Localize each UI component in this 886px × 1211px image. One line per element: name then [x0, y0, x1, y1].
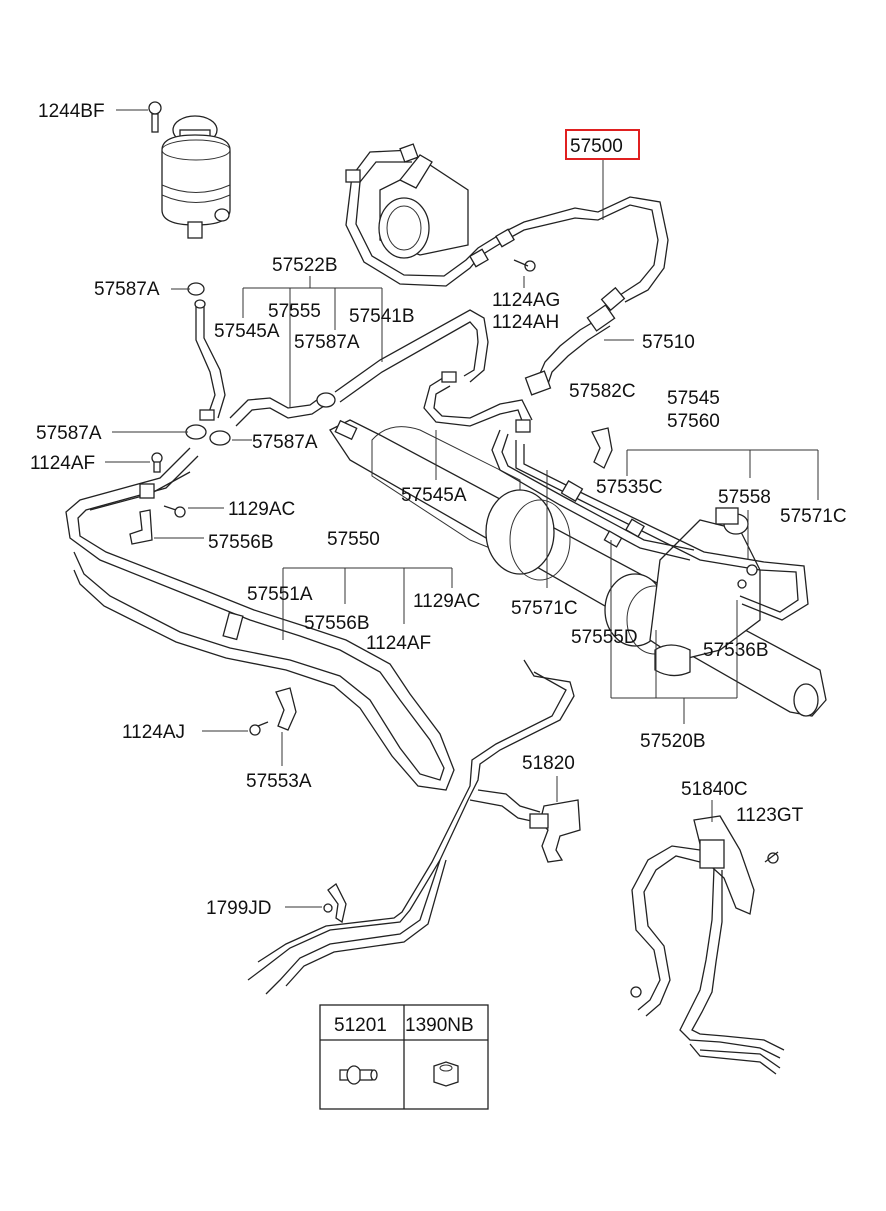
label-57555d[interactable]: 57555D [571, 627, 638, 648]
label-1123gt[interactable]: 1123GT [736, 805, 804, 826]
part-labels: 1244BF 57500 57522B 57587A 57555 57545A … [30, 101, 847, 919]
pressure-hose-57500 [345, 143, 669, 312]
brake-lines-51820 [247, 659, 581, 995]
legend-header-51201[interactable]: 51201 [334, 1015, 387, 1036]
label-57587a[interactable]: 57587A [294, 332, 360, 353]
label-1124ah[interactable]: 1124AH [492, 312, 559, 333]
label-57571c[interactable]: 57571C [511, 598, 578, 619]
label-51840c[interactable]: 51840C [681, 779, 748, 800]
clamp-icon [185, 282, 336, 446]
label-1124aj[interactable]: 1124AJ [122, 722, 185, 743]
label-1799jd[interactable]: 1799JD [206, 898, 272, 919]
clip-57553a [249, 687, 297, 736]
hose-57545a [423, 371, 533, 433]
grommet-icon [339, 1065, 378, 1085]
label-57520b[interactable]: 57520B [640, 731, 706, 752]
label-57541b[interactable]: 57541B [349, 306, 415, 327]
gear-pipes [491, 429, 809, 621]
label-57582c[interactable]: 57582C [569, 381, 636, 402]
label-57555[interactable]: 57555 [268, 301, 321, 322]
label-57571c[interactable]: 57571C [780, 506, 847, 527]
label-1129ac[interactable]: 1129AC [413, 591, 480, 612]
label-57545a[interactable]: 57545A [401, 485, 467, 506]
label-1129ac[interactable]: 1129AC [228, 499, 295, 520]
label-1124ag[interactable]: 1124AG [492, 290, 560, 311]
hose-57510 [524, 304, 616, 396]
label-57556b[interactable]: 57556B [208, 532, 274, 553]
label-57556b[interactable]: 57556B [304, 613, 370, 634]
label-57560[interactable]: 57560 [667, 411, 720, 432]
highlight-box [565, 129, 640, 160]
bolt-icon [513, 259, 536, 272]
label-1124af[interactable]: 1124AF [366, 633, 431, 654]
label-1124af[interactable]: 1124AF [30, 453, 95, 474]
label-57500[interactable]: 57500 [570, 136, 623, 157]
label-57553a[interactable]: 57553A [246, 771, 312, 792]
legend-header-1390nb[interactable]: 1390NB [405, 1015, 474, 1036]
label-57536b[interactable]: 57536B [703, 640, 769, 661]
label-57587a[interactable]: 57587A [36, 423, 102, 444]
label-57535c[interactable]: 57535C [596, 477, 663, 498]
power-steering-pump [378, 154, 469, 259]
bolt-icon [148, 101, 162, 133]
label-57558[interactable]: 57558 [718, 487, 771, 508]
cooler-line-57550 [65, 447, 455, 791]
label-1244bf[interactable]: 1244BF [38, 101, 105, 122]
vacuum-valve-51840c [630, 815, 785, 1075]
bracket-57556b [129, 452, 186, 545]
clip-1799jd [323, 883, 347, 924]
label-57550[interactable]: 57550 [327, 529, 380, 550]
return-hose-57522b [194, 299, 489, 427]
label-57522b[interactable]: 57522B [272, 255, 338, 276]
label-57587a[interactable]: 57587A [94, 279, 160, 300]
fastener-legend-table: 51201 1390NB [319, 1004, 489, 1110]
label-57510[interactable]: 57510 [642, 332, 695, 353]
reservoir-tank [161, 115, 231, 239]
leader-lines [105, 109, 819, 908]
nut-icon [433, 1061, 459, 1087]
label-57545[interactable]: 57545 [667, 388, 720, 409]
label-57551a[interactable]: 57551A [247, 584, 313, 605]
label-57587a[interactable]: 57587A [252, 432, 318, 453]
label-57545a[interactable]: 57545A [214, 321, 280, 342]
label-51820[interactable]: 51820 [522, 753, 575, 774]
clip-57582c [591, 427, 613, 469]
steering-gear-assembly [329, 419, 827, 717]
